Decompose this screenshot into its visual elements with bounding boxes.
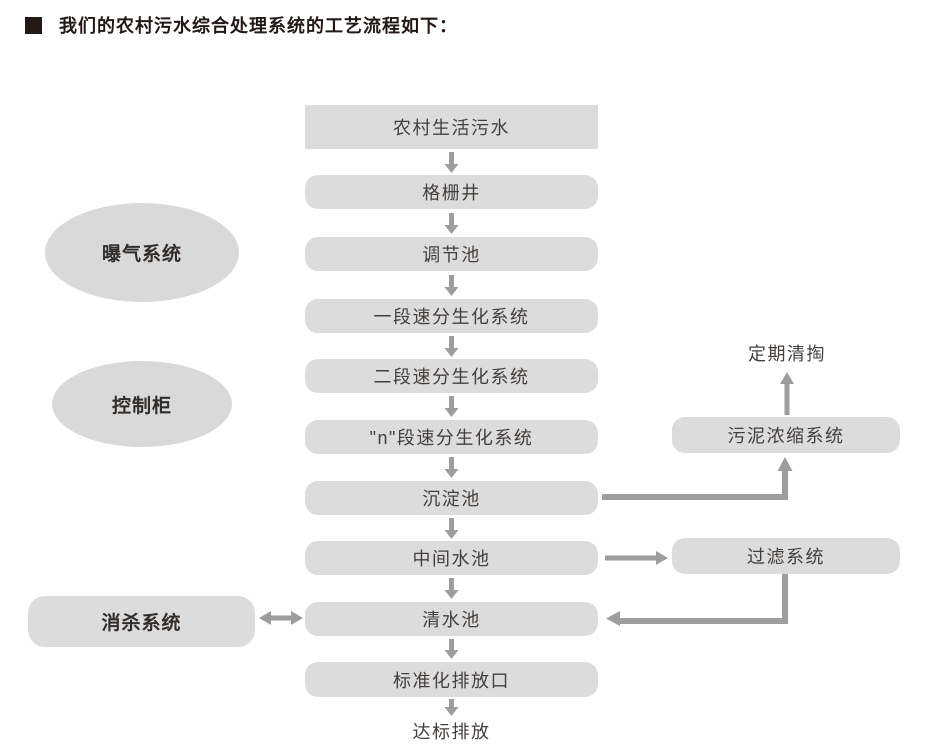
- node-sedimentation-tank: 沉淀池: [305, 481, 598, 515]
- arrow-down-3: [444, 275, 459, 296]
- arrow-down-1: [444, 152, 459, 173]
- node-disinfection-system: 消杀系统: [28, 596, 255, 647]
- node-grid-well: 格栅井: [305, 175, 598, 209]
- arrow-double-disinfection-clearwater: [259, 611, 303, 625]
- arrow-down-4: [444, 336, 459, 357]
- node-aeration-system: 曝气系统: [45, 203, 239, 302]
- arrow-down-5: [444, 396, 459, 417]
- node-control-cabinet: 控制柜: [52, 361, 232, 447]
- label-periodic-cleanout: 定期清掏: [748, 344, 826, 364]
- node-clear-water-pool: 清水池: [305, 602, 598, 636]
- arrow-down-9: [444, 639, 459, 659]
- node-standard-discharge-outlet: 标准化排放口: [305, 662, 598, 697]
- page-title: 我们的农村污水综合处理系统的工艺流程如下：: [59, 16, 458, 36]
- arrow-down-2: [444, 213, 459, 234]
- node-stage2-biochemical: 二段速分生化系统: [305, 359, 598, 393]
- node-regulating-tank: 调节池: [305, 237, 598, 271]
- node-stage1-biochemical: 一段速分生化系统: [305, 299, 598, 333]
- arrow-intermediate-to-filter: [605, 551, 668, 565]
- connector-filter-to-clearwater: [606, 574, 788, 626]
- node-sludge-thickening-system: 污泥浓缩系统: [672, 417, 900, 453]
- heading: 我们的农村污水综合处理系统的工艺流程如下：: [25, 12, 458, 38]
- node-stagen-biochemical: "n"段速分生化系统: [305, 420, 598, 454]
- arrow-down-10: [444, 699, 459, 716]
- node-filtration-system: 过滤系统: [672, 538, 900, 574]
- node-rural-domestic-sewage: 农村生活污水: [305, 105, 598, 149]
- arrow-up-sludge-to-cleanout: [780, 372, 794, 415]
- arrow-down-6: [444, 457, 459, 478]
- node-intermediate-pool: 中间水池: [305, 541, 598, 575]
- arrow-down-7: [444, 518, 459, 539]
- label-compliant-discharge: 达标排放: [412, 722, 491, 742]
- bullet-square-icon: [25, 16, 42, 34]
- connector-sedimentation-to-sludge: [602, 457, 793, 500]
- arrow-down-8: [444, 578, 459, 599]
